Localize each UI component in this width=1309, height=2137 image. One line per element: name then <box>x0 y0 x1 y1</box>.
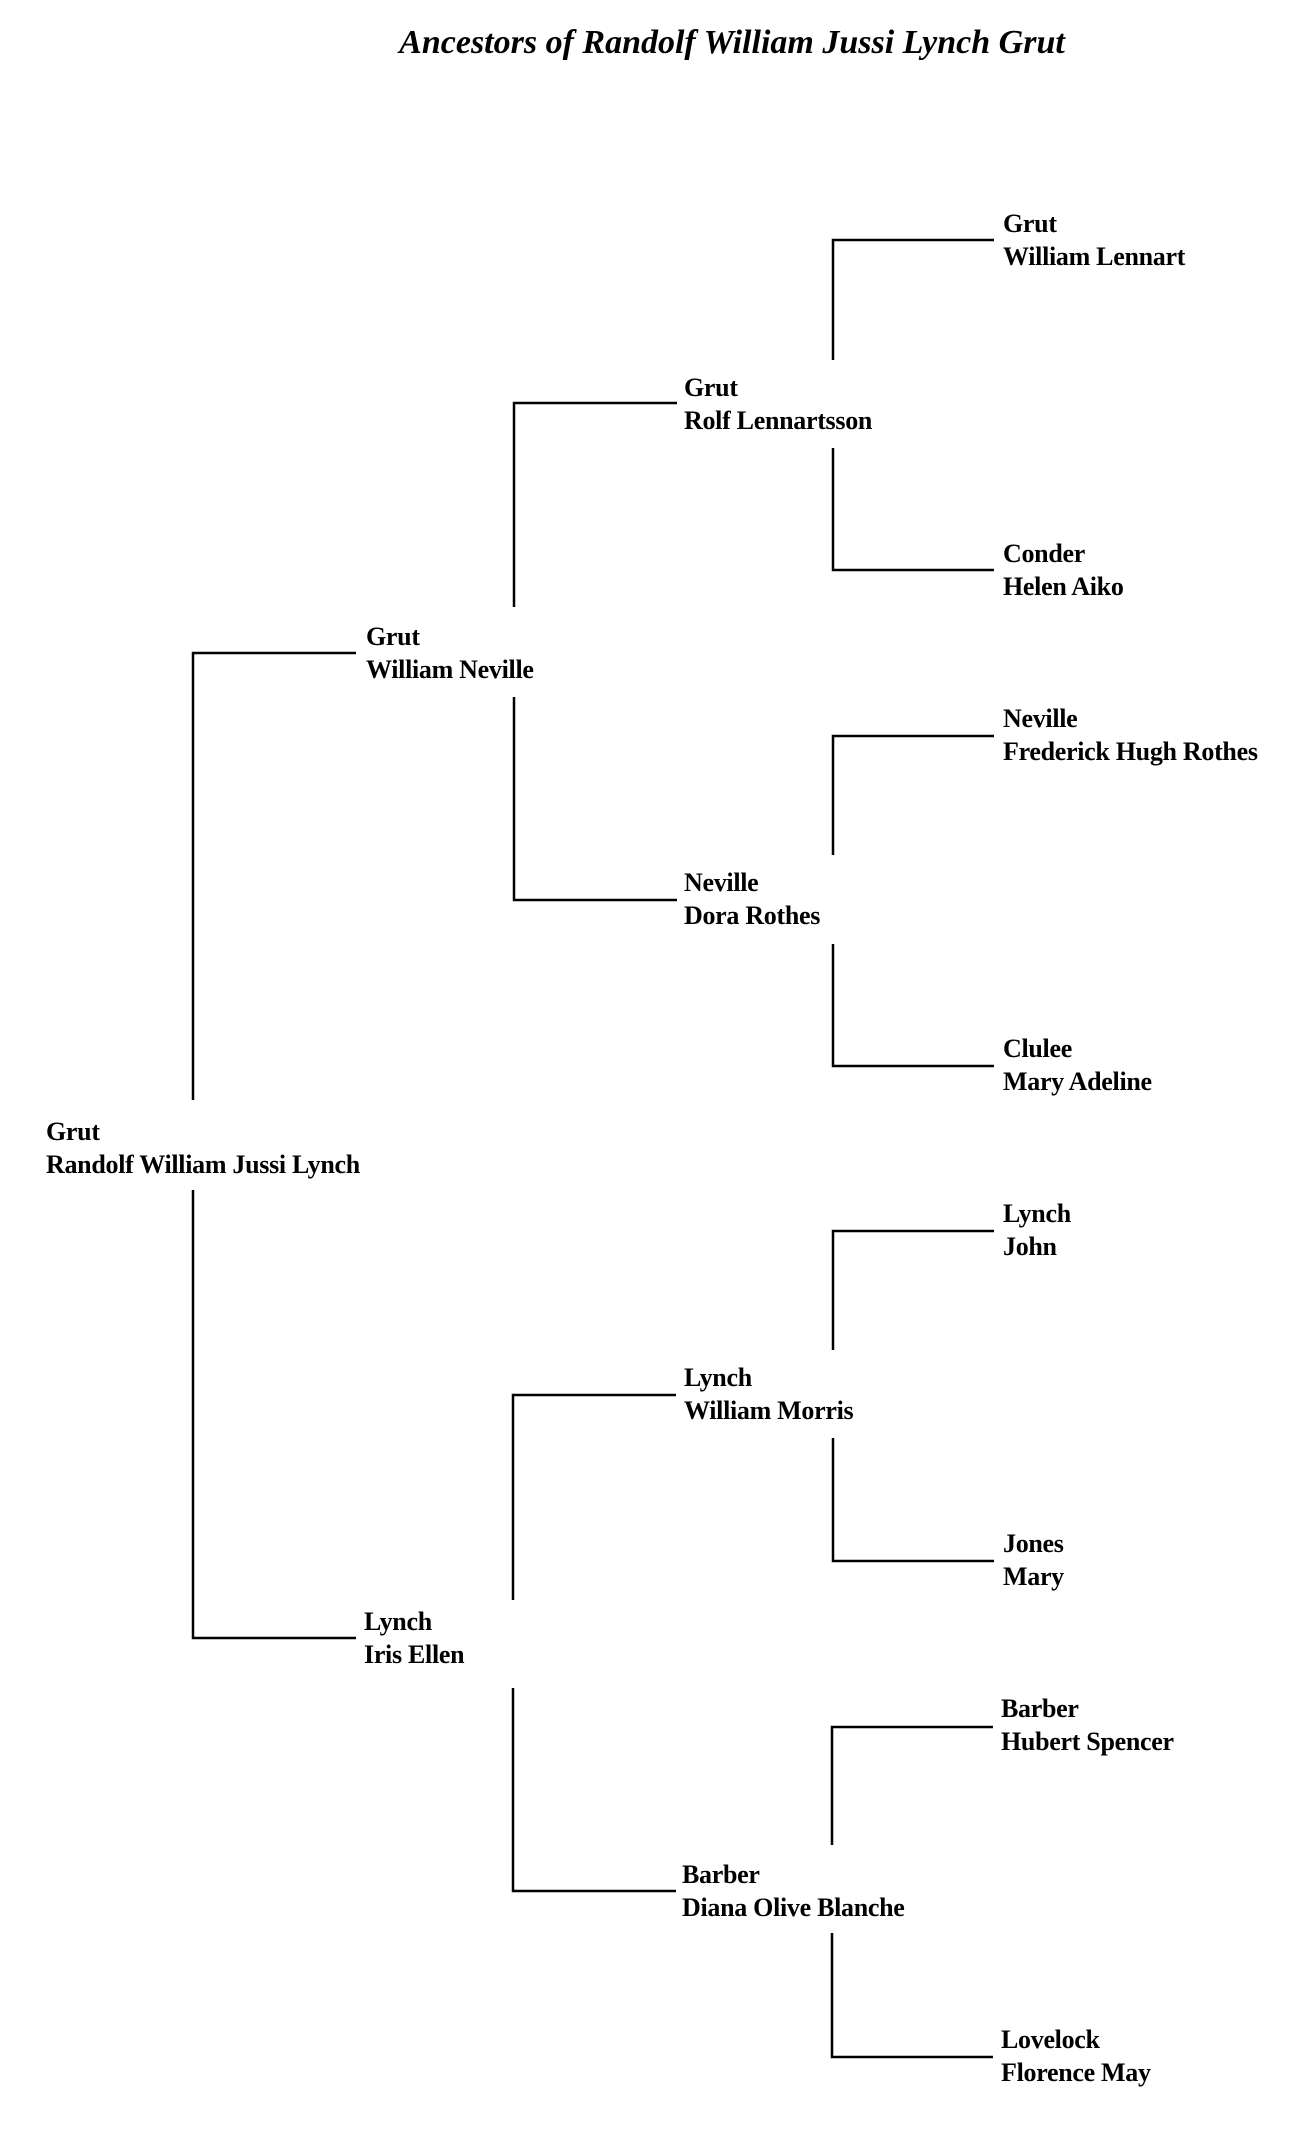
connector-father <box>830 1725 993 1845</box>
person-surname: Grut <box>1003 209 1057 238</box>
person-great-grandparent: Jones Mary <box>1003 1527 1064 1593</box>
person-given-names: Rolf Lennartsson <box>684 406 873 435</box>
person-surname: Lovelock <box>1001 2025 1100 2054</box>
person-given-names: Mary <box>1003 1562 1064 1591</box>
person-given-names: John <box>1003 1232 1057 1261</box>
person-great-grandparent: Clulee Mary Adeline <box>1003 1032 1152 1098</box>
connector-mother <box>831 1438 994 1563</box>
person-great-grandparent: Conder Helen Aiko <box>1003 537 1124 603</box>
connector-father <box>191 651 356 1100</box>
person-given-names: William Neville <box>366 655 534 684</box>
person-surname: Conder <box>1003 539 1085 568</box>
person-given-names: Randolf William Jussi Lynch <box>46 1150 360 1179</box>
person-surname: Grut <box>366 622 420 651</box>
person-maternal-grandfather: Lynch William Morris <box>684 1361 854 1427</box>
connector-mother <box>831 448 994 572</box>
person-given-names: William Morris <box>684 1396 854 1425</box>
chart-title: Ancestors of Randolf William Jussi Lynch… <box>399 24 1065 61</box>
person-surname: Barber <box>1001 1694 1079 1723</box>
person-given-names: Hubert Spencer <box>1001 1727 1174 1756</box>
person-surname: Neville <box>1003 704 1078 733</box>
connector-father <box>831 1229 994 1350</box>
person-great-grandparent: Barber Hubert Spencer <box>1001 1692 1174 1758</box>
person-given-names: Iris Ellen <box>364 1640 465 1669</box>
person-paternal-grandfather: Grut Rolf Lennartsson <box>684 371 872 437</box>
person-given-names: Frederick Hugh Rothes <box>1003 737 1258 766</box>
connector-mother <box>831 944 994 1068</box>
connector-father <box>511 1393 676 1600</box>
person-surname: Barber <box>682 1860 760 1889</box>
person-given-names: Florence May <box>1001 2058 1151 2087</box>
person-surname: Grut <box>46 1117 100 1146</box>
connector-mother <box>830 1933 993 2059</box>
person-surname: Lynch <box>364 1607 432 1636</box>
person-given-names: Mary Adeline <box>1003 1067 1152 1096</box>
person-surname: Neville <box>684 868 759 897</box>
person-surname: Lynch <box>684 1363 752 1392</box>
person-great-grandparent: Neville Frederick Hugh Rothes <box>1003 702 1258 768</box>
person-root: Grut Randolf William Jussi Lynch <box>46 1115 360 1181</box>
person-given-names: Dora Rothes <box>684 901 821 930</box>
connector-father <box>831 238 994 360</box>
person-mother: Lynch Iris Ellen <box>364 1605 465 1671</box>
connector-mother <box>511 1688 676 1893</box>
person-given-names: Diana Olive Blanche <box>682 1893 905 1922</box>
person-given-names: William Lennart <box>1003 242 1186 271</box>
connector-mother <box>512 697 677 902</box>
connector-mother <box>191 1190 356 1640</box>
person-surname: Clulee <box>1003 1034 1072 1063</box>
person-paternal-grandmother: Neville Dora Rothes <box>684 866 820 932</box>
person-father: Grut William Neville <box>366 620 534 686</box>
connector-father <box>831 734 994 855</box>
person-given-names: Helen Aiko <box>1003 572 1124 601</box>
person-great-grandparent: Lovelock Florence May <box>1001 2023 1151 2089</box>
person-maternal-grandmother: Barber Diana Olive Blanche <box>682 1858 905 1924</box>
person-surname: Grut <box>684 373 738 402</box>
person-surname: Lynch <box>1003 1199 1071 1228</box>
connector-father <box>512 401 677 607</box>
person-surname: Jones <box>1003 1529 1064 1558</box>
person-great-grandparent: Lynch John <box>1003 1197 1071 1263</box>
person-great-grandparent: Grut William Lennart <box>1003 207 1185 273</box>
